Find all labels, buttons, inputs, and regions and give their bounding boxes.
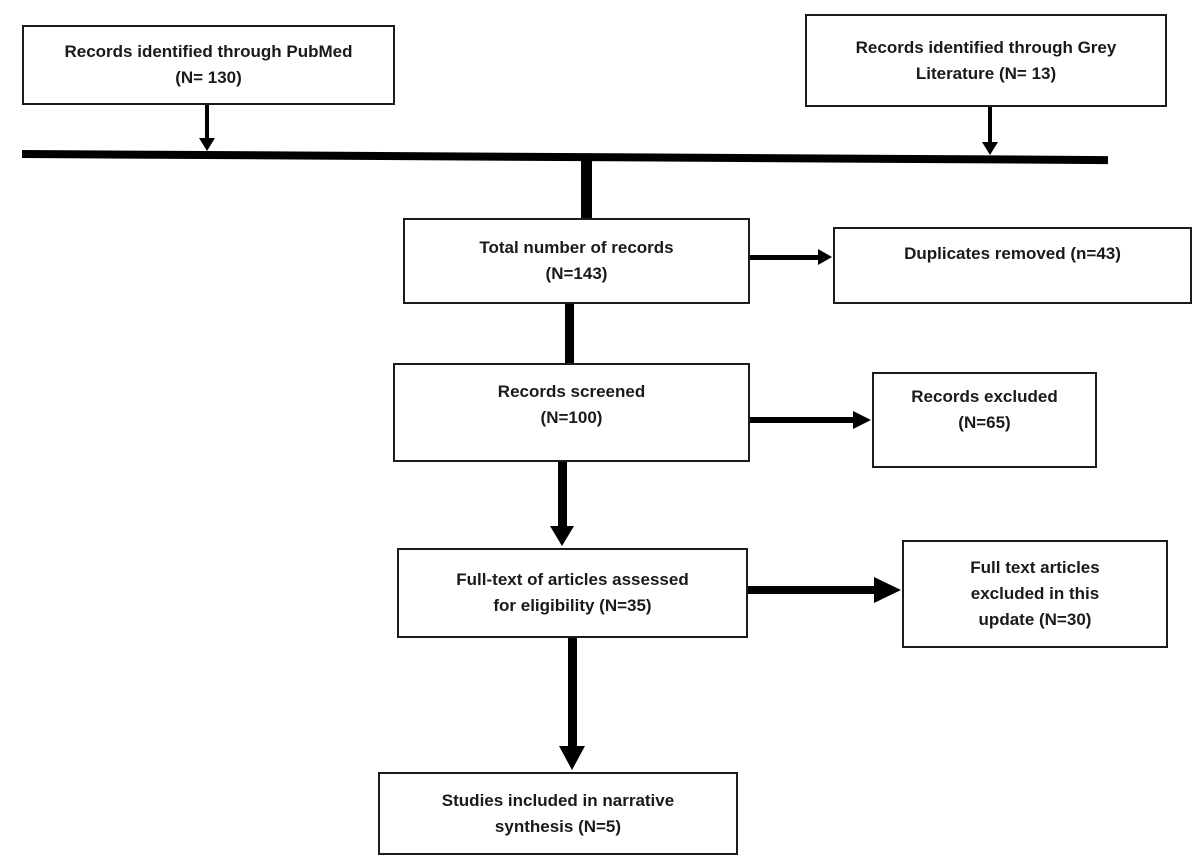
- node-total-records: Total number of records (N=143): [403, 218, 750, 304]
- node-text-line: Total number of records: [479, 238, 674, 257]
- node-text-line: (N=100): [540, 408, 603, 427]
- connector-total-to-screened: [565, 304, 574, 363]
- connector-grey-to-bar: [988, 107, 992, 143]
- connector-bar-to-total: [581, 157, 592, 218]
- connector-screened-to-excluded: [750, 417, 855, 423]
- arrowhead-down-icon: [550, 526, 574, 546]
- node-text-line: update (N=30): [978, 610, 1092, 629]
- connector-screened-to-fulltext: [558, 462, 567, 528]
- node-text-line: (N=143): [545, 264, 608, 283]
- connector-total-to-duplicates: [750, 255, 820, 260]
- arrowhead-down-icon: [559, 746, 585, 770]
- node-text-line: Literature (N= 13): [915, 63, 1057, 83]
- arrowhead-right-icon: [818, 249, 832, 265]
- arrowhead-right-icon: [874, 577, 901, 603]
- node-text-line: Records screened: [497, 382, 646, 401]
- node-studies-included: Studies included in narrative synthesis …: [378, 772, 738, 855]
- arrowhead-right-icon: [853, 411, 871, 429]
- connector-pubmed-to-bar: [205, 105, 209, 139]
- connector-fulltext-to-fulltext-excluded: [748, 586, 876, 594]
- node-text-line: Duplicates removed (n=43): [904, 244, 1121, 263]
- node-text-line: Records identified through PubMed: [64, 42, 353, 61]
- node-text-line: (N=65): [958, 413, 1011, 432]
- merge-bar: [21, 150, 1109, 165]
- arrowhead-down-icon: [982, 142, 998, 155]
- node-records-excluded: Records excluded (N=65): [872, 372, 1097, 468]
- node-text-line: Records identified through Grey: [855, 37, 1117, 57]
- node-text-line: (N= 130): [175, 68, 242, 87]
- node-records-identified-grey-literature: Records identified through Grey Literatu…: [805, 14, 1167, 107]
- node-fulltext-excluded: Full text articles excluded in this upda…: [902, 540, 1168, 648]
- node-text-line: Full text articles: [970, 558, 1100, 577]
- node-fulltext-assessed: Full-text of articles assessed for eligi…: [397, 548, 748, 638]
- node-text-line: Full-text of articles assessed: [456, 570, 689, 589]
- node-text-line: Records excluded: [911, 387, 1058, 406]
- node-text-line: synthesis (N=5): [494, 816, 622, 836]
- node-text-line: for eligibility (N=35): [493, 596, 652, 615]
- node-records-identified-pubmed: Records identified through PubMed (N= 13…: [22, 25, 395, 105]
- node-records-screened: Records screened (N=100): [393, 363, 750, 462]
- arrowhead-down-icon: [199, 138, 215, 151]
- connector-fulltext-to-included: [568, 638, 577, 748]
- node-text-line: excluded in this: [970, 584, 1100, 603]
- node-duplicates-removed: Duplicates removed (n=43): [833, 227, 1192, 304]
- node-text-line: Studies included in narrative: [441, 790, 675, 810]
